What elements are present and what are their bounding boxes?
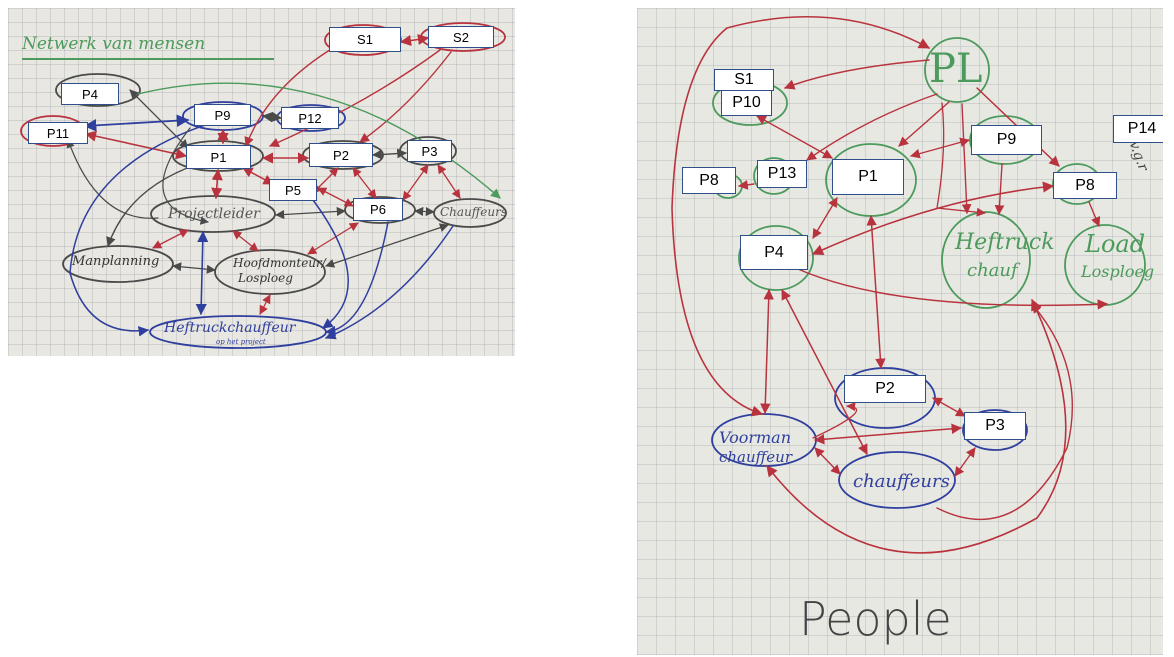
label-p9: P9 [194, 104, 251, 126]
arrow [932, 397, 966, 417]
arrow [671, 16, 930, 417]
node-projectleider: Projectleider [168, 206, 260, 222]
arrow [910, 137, 970, 159]
label-p3: P3 [964, 412, 1026, 440]
label-p2: P2 [844, 375, 926, 403]
arrow [994, 163, 1005, 215]
label-p9: P9 [971, 125, 1042, 155]
right-connection-arrows [671, 16, 1146, 554]
arrow [399, 33, 430, 47]
arrow [784, 59, 930, 90]
arrow [325, 225, 454, 340]
node-load-line2: Losploeg [1081, 262, 1155, 281]
label-p2: P2 [309, 143, 373, 167]
arrow [324, 221, 389, 337]
right-network-photo: PL Heftruck chauf Load Losploeg Voorman … [637, 8, 1163, 655]
arrow [760, 288, 774, 415]
arrow [261, 111, 283, 123]
arrow [232, 230, 259, 252]
arrow [129, 89, 189, 149]
arrow [242, 167, 274, 185]
arrow [312, 167, 339, 194]
left-network-photo: Netwerk van mensen Projectleider Chauffe… [8, 8, 515, 356]
arrow [936, 102, 986, 217]
node-heftruck-line2: chauf [967, 260, 1018, 281]
arrow [137, 82, 501, 199]
footer-people: People [799, 592, 952, 646]
left-title-underline [22, 58, 274, 60]
arrow [402, 164, 429, 201]
left-title: Netwerk van mensen [22, 34, 206, 54]
arrow [954, 447, 976, 477]
node-voorman-line1: Voorman [719, 428, 792, 447]
label-s2: S2 [428, 26, 494, 48]
arrow [152, 229, 189, 249]
node-heftruck-line1: Heftruck [955, 230, 1055, 255]
arrow [211, 168, 223, 200]
arrow [811, 181, 1055, 255]
arrow [106, 163, 199, 247]
arrow [806, 93, 938, 161]
label-p14: P14 [1113, 115, 1163, 143]
arrow [414, 206, 435, 217]
arrow [738, 179, 755, 190]
arrow [317, 187, 354, 207]
node-hoofdmonteur-line1: Hoofdmonteur/ [233, 256, 326, 270]
arrow [813, 423, 963, 445]
label-p8-right: P8 [1053, 172, 1117, 199]
arrow [162, 127, 209, 225]
label-p13: P13 [757, 160, 807, 188]
label-p10: P10 [721, 90, 772, 116]
arrow [936, 303, 1073, 521]
node-heftruck-subtext: op het project [216, 338, 266, 346]
node-load-line1: Load [1085, 230, 1146, 258]
arrow [812, 197, 838, 239]
label-p5: P5 [269, 179, 317, 201]
label-p6: P6 [353, 198, 403, 221]
arrow [66, 139, 159, 219]
arrow [961, 103, 972, 214]
arrow [359, 51, 452, 143]
arrow [814, 447, 841, 475]
arrow [786, 263, 1109, 310]
label-p1: P1 [832, 159, 904, 195]
arrow [275, 206, 346, 220]
label-p4: P4 [61, 83, 119, 105]
arrow [307, 222, 359, 255]
label-p3: P3 [407, 140, 452, 162]
node-hoofdmonteur-line2: Losploeg [238, 271, 293, 285]
label-s1: S1 [329, 27, 401, 52]
arrow [781, 289, 868, 455]
node-voorman-line2: chauffeur [719, 448, 793, 466]
arrow [352, 167, 377, 199]
arrow [69, 123, 209, 337]
arrow [312, 199, 349, 329]
arrow [269, 49, 441, 147]
arrow [84, 130, 188, 160]
label-p11: P11 [28, 122, 88, 144]
node-chauffeurs: Chauffeurs [440, 205, 508, 219]
label-p8-left: P8 [682, 167, 736, 194]
arrow [83, 114, 190, 132]
arrow [259, 294, 271, 315]
arrow [172, 262, 216, 274]
arrow [195, 230, 209, 316]
label-s1: S1 [714, 69, 774, 91]
label-p1: P1 [186, 145, 251, 169]
label-p12: P12 [281, 107, 339, 129]
arrow [898, 101, 950, 147]
arrow [766, 298, 1067, 554]
arrow [756, 115, 833, 159]
node-chauffeurs: chauffeurs [853, 471, 950, 492]
label-p4: P4 [740, 235, 808, 270]
arrow [244, 47, 334, 147]
node-manplanning: Manplanning [72, 254, 160, 269]
arrow [1088, 201, 1101, 227]
left-connection-arrows [20, 22, 507, 349]
arrow [437, 164, 461, 199]
node-pl: PL [929, 46, 983, 92]
arrow [325, 223, 449, 268]
node-heftruckchauffeur: Heftruckchauffeur [164, 320, 296, 336]
arrow [372, 148, 407, 160]
